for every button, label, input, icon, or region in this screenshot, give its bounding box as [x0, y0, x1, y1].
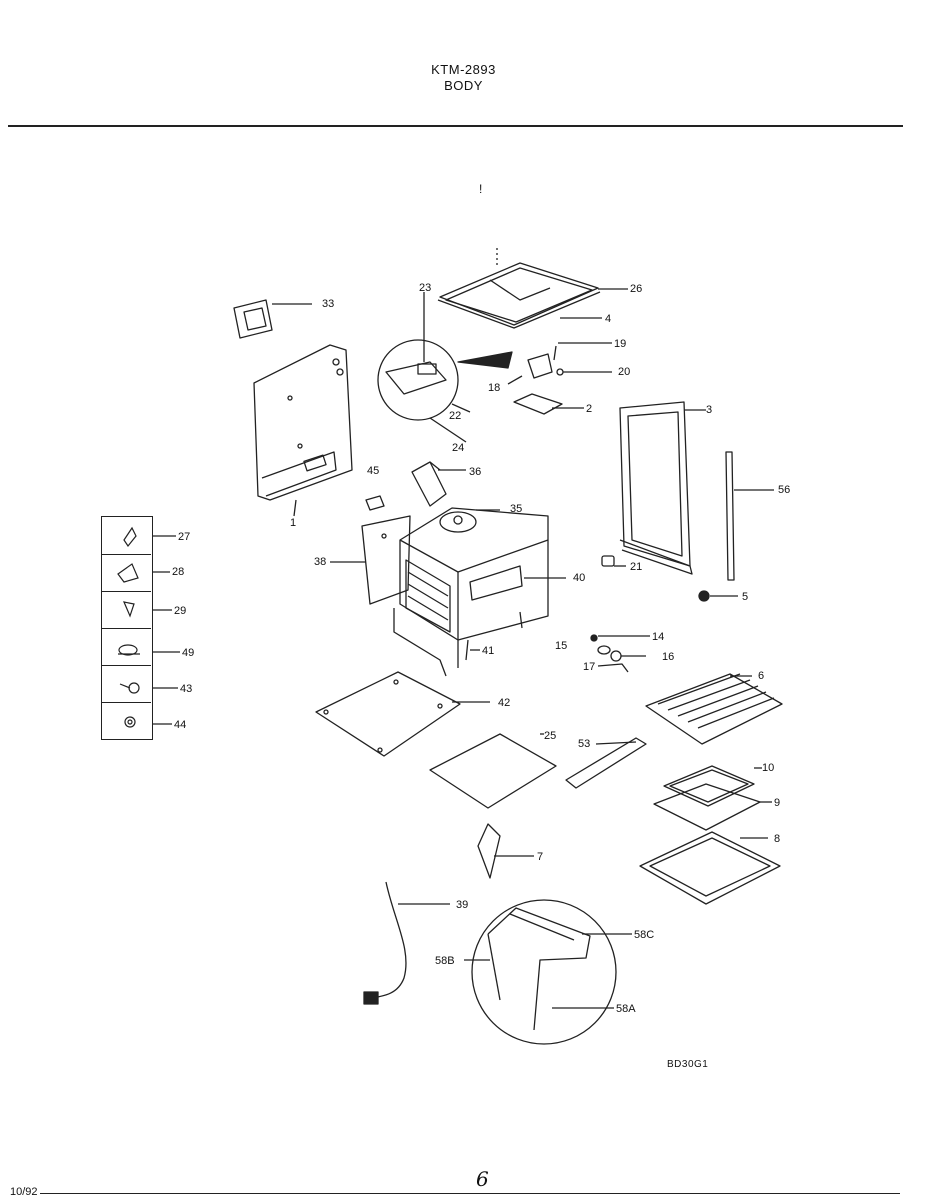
part-49-icon	[118, 644, 140, 656]
callout-20: 20	[618, 366, 631, 378]
callout-49: 49	[182, 647, 195, 659]
callout-10: 10	[762, 762, 775, 774]
callout-18: 18	[488, 382, 501, 394]
callout-3: 3	[706, 404, 713, 416]
table-cell	[102, 665, 151, 703]
callout-33: 33	[322, 298, 335, 310]
part-39-power-cord	[363, 881, 450, 1005]
part-56-door-gasket	[725, 451, 774, 581]
part-36-flue	[411, 461, 466, 507]
table-cell	[102, 628, 151, 666]
part-3-oven-door	[619, 401, 706, 575]
part-27-icon	[123, 526, 137, 548]
callout-2: 2	[586, 403, 593, 415]
callout-4: 4	[605, 313, 612, 325]
part-9-broiler-pan	[653, 783, 772, 831]
callout-1: 1	[290, 517, 297, 529]
part-1-back-panel	[253, 344, 353, 517]
part-21-knob	[601, 555, 626, 567]
callout-36: 36	[469, 466, 482, 478]
callout-35: 35	[510, 503, 523, 515]
callout-7: 7	[537, 851, 544, 863]
table-cell	[102, 554, 151, 592]
footer-rule	[40, 1193, 900, 1194]
callout-table-leaders	[152, 535, 180, 725]
part-6-oven-rack	[645, 673, 783, 745]
callout-53: 53	[578, 738, 591, 750]
table-cell	[102, 702, 151, 739]
part-10-broiler-grid	[663, 765, 762, 807]
callout-8: 8	[774, 833, 781, 845]
part-26-cooktop-tray	[437, 248, 628, 329]
part-28-icon	[117, 563, 139, 583]
part-38-side-panel	[330, 515, 411, 605]
callout-14: 14	[652, 631, 665, 643]
callout-25: 25	[544, 730, 557, 742]
callout-15: 15	[555, 640, 568, 652]
part-25-broiler-panel	[429, 733, 557, 809]
header-rule	[8, 125, 903, 127]
model-number: KTM-2893	[431, 62, 496, 77]
part-33-bracket	[233, 299, 312, 339]
callout-56: 56	[778, 484, 791, 496]
stray-mark: !	[479, 182, 483, 196]
part-44-icon	[124, 716, 136, 728]
callout-29: 29	[174, 605, 187, 617]
callout-43: 43	[180, 683, 193, 695]
callout-16: 16	[662, 651, 675, 663]
oven-cabinet-body	[393, 507, 566, 677]
part-35-burner	[439, 509, 500, 533]
callout-24: 24	[452, 442, 465, 454]
footer-date: 10/92	[10, 1186, 38, 1198]
part-8-drip-tray	[639, 831, 781, 905]
callout-9: 9	[774, 797, 781, 809]
callout-28: 28	[172, 566, 185, 578]
callout-58A: 58A	[616, 1003, 636, 1015]
magnified-detail-circle	[377, 292, 513, 443]
part-29-icon	[122, 601, 135, 618]
callout-27: 27	[178, 531, 191, 543]
callout-38: 38	[314, 556, 327, 568]
callout-21: 21	[630, 561, 643, 573]
part-42-bottom-panel	[315, 671, 490, 757]
table-cell	[102, 517, 151, 555]
part-43-icon	[119, 682, 140, 694]
callout-5: 5	[742, 591, 749, 603]
callout-45: 45	[367, 465, 380, 477]
callout-42: 42	[498, 697, 511, 709]
callout-6: 6	[758, 670, 765, 682]
part-2-ignition-bracket	[507, 342, 612, 415]
part-5-leveling-foot	[698, 590, 738, 602]
part-15-knob-set	[590, 634, 650, 673]
table-cell	[102, 591, 151, 629]
section-title: BODY	[444, 78, 483, 93]
callout-40: 40	[573, 572, 586, 584]
callout-17: 17	[583, 661, 596, 673]
part-45-strip	[365, 495, 385, 511]
part-53-bar	[565, 737, 647, 789]
callout-26: 26	[630, 283, 643, 295]
diagram-code: BD30G1	[667, 1059, 709, 1070]
callout-41: 41	[482, 645, 495, 657]
callout-23: 23	[419, 282, 432, 294]
part-41-pin	[465, 639, 480, 661]
callout-58B: 58B	[435, 955, 455, 967]
callout-19: 19	[614, 338, 627, 350]
callout-39: 39	[456, 899, 469, 911]
callout-44: 44	[174, 719, 187, 731]
part-7-clip	[477, 823, 534, 879]
insulation-detail-circle	[464, 899, 632, 1045]
callout-22: 22	[449, 410, 462, 422]
small-parts-table	[101, 516, 153, 740]
page-number: 6	[476, 1167, 489, 1191]
callout-58C: 58C	[634, 929, 655, 941]
